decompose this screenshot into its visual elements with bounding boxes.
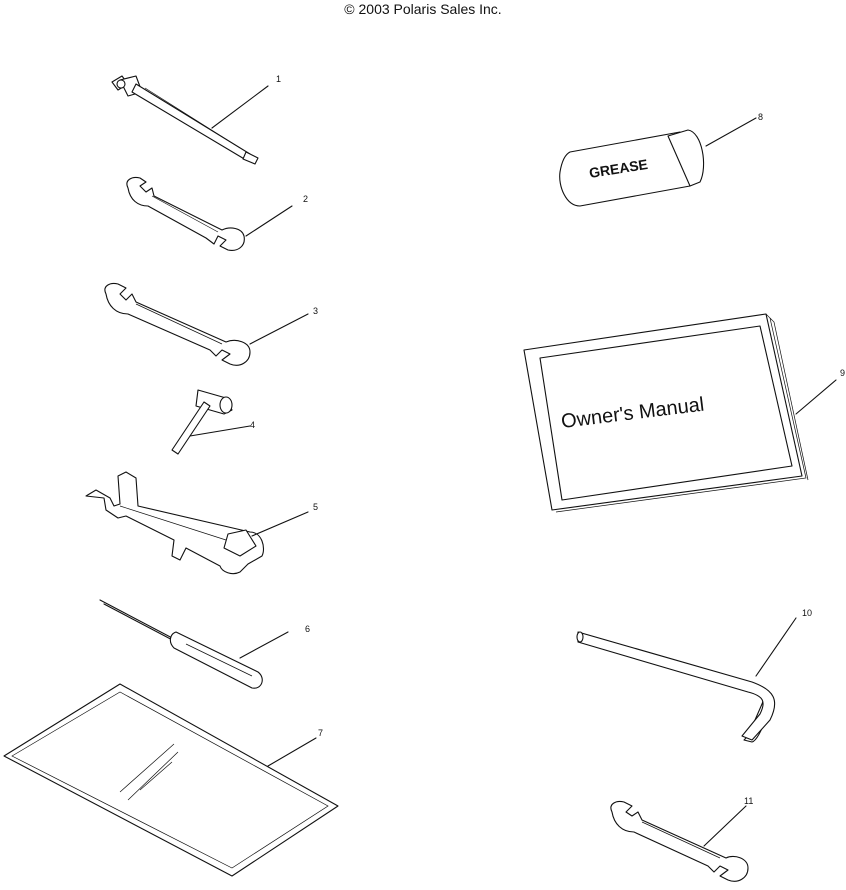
callout-1: 1 xyxy=(276,74,281,84)
callout-3: 3 xyxy=(313,306,318,316)
leader-line xyxy=(239,631,289,659)
copyright-notice: © 2003 Polaris Sales Inc. xyxy=(344,1,502,17)
tool-bag-icon xyxy=(3,683,339,877)
screwdriver-icon xyxy=(99,599,263,689)
callout-8: 8 xyxy=(758,112,763,122)
callout-6: 6 xyxy=(305,624,310,634)
callout-5: 5 xyxy=(313,502,318,512)
callout-2: 2 xyxy=(303,194,308,204)
leader-line xyxy=(755,617,797,677)
callout-11: 11 xyxy=(744,796,753,806)
hex-socket-icon xyxy=(171,389,233,455)
leader-line xyxy=(211,85,269,129)
socket-wrench-icon xyxy=(111,75,259,165)
callout-9: 9 xyxy=(840,368,845,378)
open-end-wrench-icon xyxy=(104,282,251,366)
leader-line xyxy=(705,117,757,147)
leader-line xyxy=(245,205,293,237)
grease-tube-icon: GREASE xyxy=(559,129,705,207)
leader-line xyxy=(249,313,309,345)
open-end-wrench-icon xyxy=(126,176,245,251)
callout-4: 4 xyxy=(250,420,255,430)
leader-line xyxy=(267,737,317,767)
leader-line xyxy=(703,805,747,847)
leader-line xyxy=(251,511,309,537)
owners-manual-icon: Owner's Manual xyxy=(523,313,809,513)
leader-line xyxy=(795,379,837,415)
callout-10: 10 xyxy=(802,608,812,618)
spark-plug-tool-icon xyxy=(85,471,265,575)
open-end-wrench-icon xyxy=(610,800,749,882)
callout-7: 7 xyxy=(318,728,323,738)
hex-key-icon xyxy=(576,631,776,743)
leader-line xyxy=(189,425,251,437)
